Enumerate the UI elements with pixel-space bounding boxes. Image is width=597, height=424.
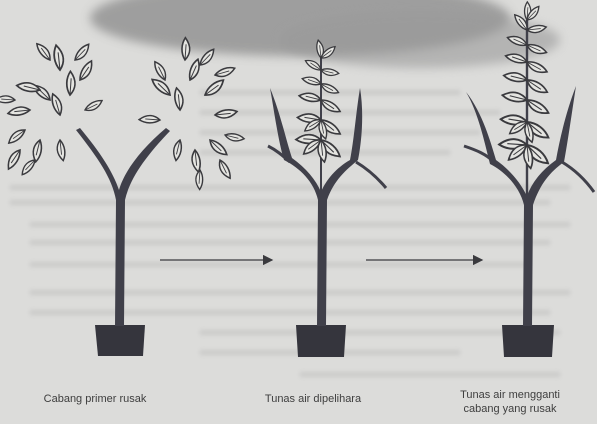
caption-damaged-branch: Cabang primer rusak [10,392,180,406]
leaf-clump-right [139,37,245,189]
pot [502,325,554,357]
caption-water-shoot-maintained: Tunas air dipelihara [228,392,398,406]
leaf-clump-left [0,42,103,178]
cut-branch-right [356,162,386,188]
caption-line-1: Tunas air mengganti [425,388,595,402]
plant-damaged-branches [0,37,244,356]
pot [95,325,145,356]
caption-water-shoot-replaces: Tunas air mengganti cabang yang rusak [425,388,595,416]
plant-water-shoot-maintained [268,40,386,357]
background-smudge [10,0,570,377]
caption-line-2: cabang yang rusak [425,402,595,416]
pot [296,325,346,357]
